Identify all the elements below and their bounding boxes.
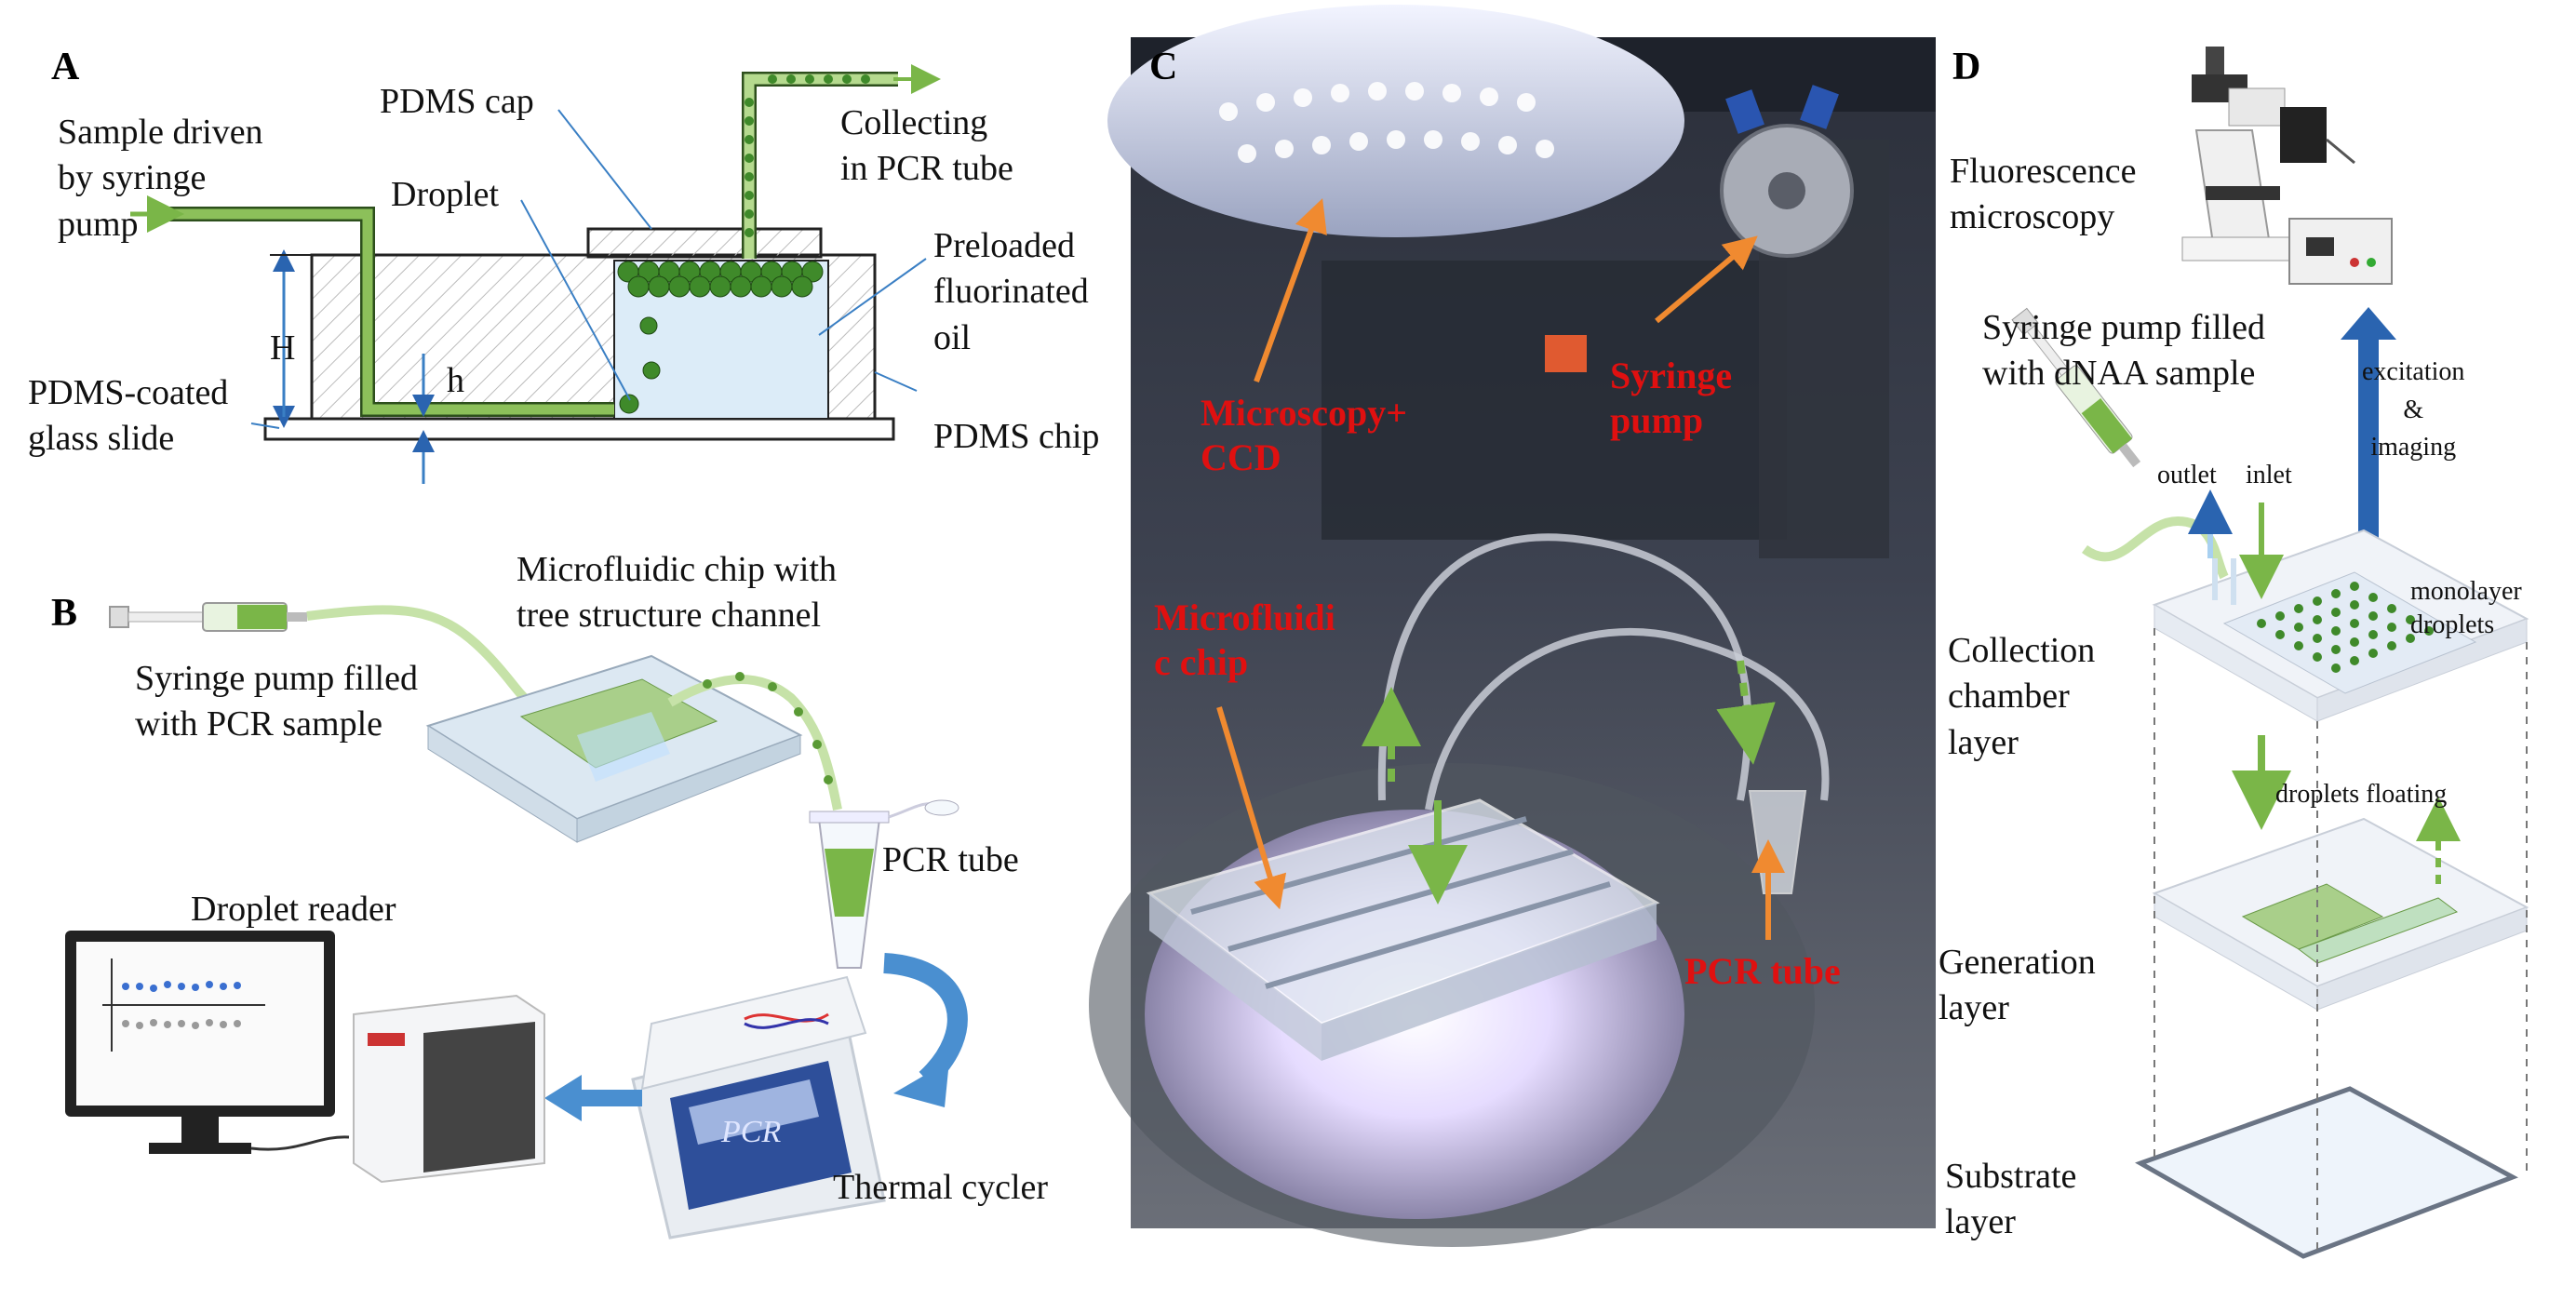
- label-inlet: inlet: [2246, 461, 2292, 489]
- label-pdms-chip: PDMS chip: [933, 417, 1100, 456]
- label-droplet: Droplet: [391, 175, 500, 214]
- label-collecting: Collecting in PCR tube: [840, 103, 1013, 189]
- label-pcr-screen: PCR: [721, 1115, 782, 1149]
- droplet-reader: [353, 994, 545, 1184]
- syringe-b: [109, 602, 307, 632]
- substrate-layer: [2135, 1086, 2518, 1259]
- label-thermal-cycler: Thermal cycler: [833, 1168, 1049, 1207]
- label-syringe-dnaa: Syringe pump filled with dNAA sample: [1982, 308, 2265, 394]
- pdms-cap: [586, 227, 823, 259]
- generation-layer: [2152, 817, 2529, 1011]
- label-pdms-cap: PDMS cap: [380, 82, 534, 121]
- panel-b-diagram: [65, 602, 968, 1240]
- fluorescence-microscope: [2181, 47, 2393, 285]
- label-collection-chamber-layer: Collection chamber layer: [1948, 631, 2096, 762]
- label-excitation-imaging: excitation & imaging: [2362, 357, 2465, 462]
- label-droplets-floating: droplets floating: [2275, 780, 2448, 809]
- panel-label-a: A: [51, 46, 80, 88]
- panel-c-photo: [1089, 5, 1936, 1247]
- panel-label-c: C: [1149, 46, 1178, 88]
- label-substrate-layer: Substrate layer: [1945, 1157, 2077, 1242]
- label-pdms-coated: PDMS-coated glass slide: [28, 373, 229, 459]
- label-pcr-tube-b: PCR tube: [882, 840, 1019, 879]
- panel-a-diagram: [130, 64, 941, 484]
- label-syringe-pump-c: Syringe pump: [1610, 355, 1733, 441]
- pcr-tube-b: [809, 799, 959, 969]
- inlet-channel: [168, 208, 614, 415]
- syringe-d: [2011, 307, 2141, 468]
- microscope-lamp: [1107, 5, 1684, 237]
- panel-label-d: D: [1952, 46, 1981, 88]
- label-generation-layer: Generation layer: [1939, 943, 2096, 1028]
- label-microscopy-ccd: Microscopy+ CCD: [1201, 392, 1408, 478]
- label-microfluidic-chip: Microfluidic chip with tree structure ch…: [517, 550, 838, 636]
- outlet-droplets: [745, 74, 870, 237]
- panel-label-b: B: [51, 592, 78, 635]
- thermal-cycler: [631, 975, 886, 1240]
- label-H: H: [270, 328, 296, 368]
- microfluidic-chip-b: [425, 654, 803, 843]
- chamber-droplets: [617, 261, 824, 414]
- label-monolayer-droplets: monolayer droplets: [2410, 577, 2522, 640]
- label-pcr-tube-c: PCR tube: [1684, 950, 1841, 992]
- monitor: [65, 931, 335, 1154]
- label-droplet-reader: Droplet reader: [191, 890, 396, 929]
- label-outlet: outlet: [2157, 461, 2217, 489]
- label-fluorescence-microscopy: Fluorescence microscopy: [1950, 152, 2137, 237]
- label-preloaded: Preloaded fluorinated oil: [933, 226, 1089, 357]
- label-sample-driven: Sample driven by syringe pump: [58, 113, 263, 244]
- photo-chip: [1146, 798, 1660, 1061]
- label-h: h: [447, 361, 464, 400]
- glass-slide: [263, 417, 895, 441]
- panel-d-diagram: [2011, 47, 2529, 1259]
- tube-to-pcr: [667, 675, 842, 811]
- collection-layer: [2152, 529, 2529, 722]
- label-syringe-pcr: Syringe pump filled with PCR sample: [135, 659, 418, 744]
- label-microfluidic-chip-c: Microfluidi c chip: [1154, 596, 1335, 683]
